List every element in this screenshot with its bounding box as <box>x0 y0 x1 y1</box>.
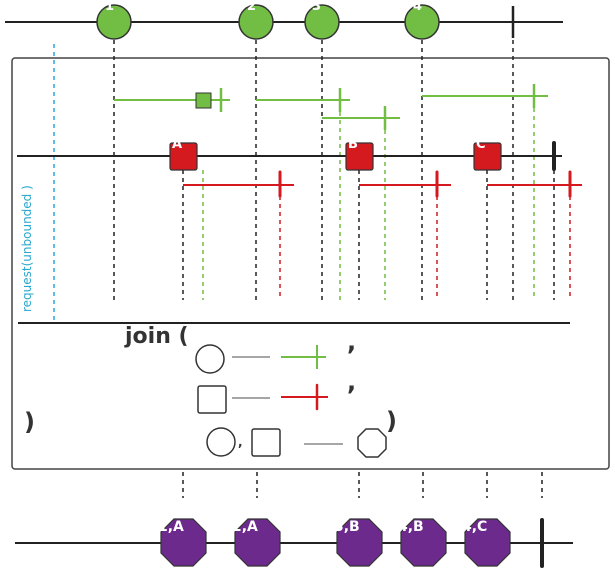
svg-text:1,A: 1,A <box>158 519 184 535</box>
svg-text:4: 4 <box>413 0 422 14</box>
result-marble-1A: 1,A <box>158 518 207 567</box>
left-window-end-drops <box>202 108 535 300</box>
left-marble-1: 1 <box>96 0 132 40</box>
result-marble-3B: 3,B <box>334 518 383 567</box>
right-window-end-drops <box>279 196 571 300</box>
right-marble-C: C <box>473 137 502 171</box>
result-marble-4C: 4,C <box>462 518 511 567</box>
result-drop-lines <box>182 472 543 498</box>
svg-text:1: 1 <box>105 0 114 14</box>
result-marble-4B: 4,B <box>398 518 447 567</box>
legend-right-duration <box>197 383 328 414</box>
right-marble-A: A <box>169 137 198 171</box>
legend-comma-2: , <box>347 368 356 396</box>
right-window-1 <box>183 170 294 198</box>
left-marble-2: 2 <box>238 0 274 40</box>
svg-text:4,C: 4,C <box>462 519 487 535</box>
legend-combiner: , <box>206 427 387 458</box>
close-paren-left: ) <box>24 408 35 436</box>
svg-text:,: , <box>238 435 243 449</box>
left-window-4 <box>422 84 548 108</box>
svg-text:B: B <box>348 137 358 152</box>
right-marble-B: B <box>345 137 374 171</box>
result-marble-2A: 2,A <box>232 518 281 567</box>
svg-text:2: 2 <box>247 0 256 14</box>
right-window-3 <box>487 170 582 198</box>
close-paren-right: ) <box>386 407 397 435</box>
svg-text:4,B: 4,B <box>398 519 424 535</box>
request-label: request(unbounded ) <box>20 185 34 312</box>
left-window-2 <box>256 88 350 112</box>
svg-text:3: 3 <box>312 0 321 14</box>
left-marble-4: 4 <box>404 0 440 40</box>
svg-text:2,A: 2,A <box>232 519 258 535</box>
right-drop-lines <box>182 170 555 300</box>
legend-comma-1: , <box>347 328 356 356</box>
left-drop-lines <box>113 40 514 300</box>
left-window-1 <box>114 88 230 112</box>
left-window-3 <box>322 106 400 130</box>
left-marble-3: 3 <box>304 0 340 40</box>
right-window-2 <box>359 170 451 198</box>
operator-title: join ( <box>124 324 189 349</box>
operator-box <box>11 57 610 470</box>
svg-text:A: A <box>172 137 182 152</box>
legend-left-duration <box>195 344 326 374</box>
svg-text:C: C <box>476 137 486 152</box>
svg-text:3,B: 3,B <box>334 519 360 535</box>
